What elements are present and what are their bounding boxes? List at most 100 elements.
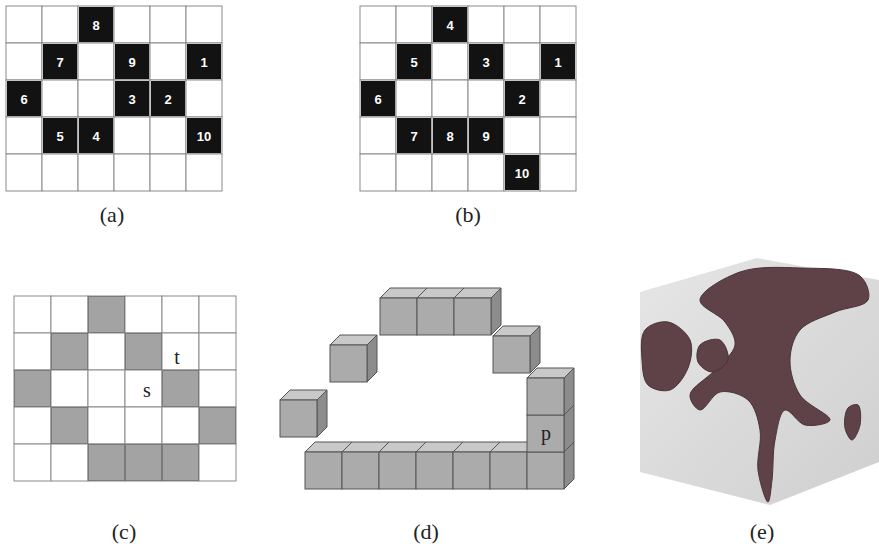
gray-cell (52, 334, 88, 370)
grid-cell (88, 333, 125, 370)
grid-cell (6, 80, 42, 117)
grid-cell (540, 117, 576, 154)
gray-cell (52, 408, 88, 444)
cell-number: 8 (92, 18, 99, 31)
voxel-cube (527, 368, 574, 415)
grid-cell (186, 43, 222, 80)
black-cell (43, 118, 77, 153)
black-cells (7, 7, 575, 190)
grid-cell (51, 296, 88, 333)
grid-cell (6, 43, 42, 80)
grid-cell (396, 6, 432, 43)
cube-side (367, 335, 377, 382)
cell-number: 10 (197, 129, 211, 142)
cell-number: 4 (92, 129, 99, 142)
structure-blob (641, 322, 691, 391)
gray-cell (163, 371, 199, 407)
grid-cell (78, 154, 114, 191)
grid-cell (199, 444, 236, 481)
grid-cell (396, 154, 432, 191)
grid-cell (78, 43, 114, 80)
cube-front (527, 415, 564, 452)
grid-cell (540, 80, 576, 117)
cube-front (493, 336, 530, 373)
cube-front (380, 298, 417, 335)
black-cell (43, 44, 77, 79)
grid-cell (186, 6, 222, 43)
grid-cell (504, 154, 540, 191)
panel-label: (c) (112, 521, 136, 543)
grid-c (14, 296, 236, 481)
grid-cell (540, 6, 576, 43)
structure-blob (690, 267, 869, 502)
grid-a (6, 6, 222, 191)
cube-side (317, 390, 327, 437)
grid-cell (360, 117, 396, 154)
black-cell (7, 81, 41, 116)
grid-cell (186, 117, 222, 154)
grid-cell (432, 117, 468, 154)
grid-cell (6, 117, 42, 154)
grid-cell (199, 370, 236, 407)
grid-cell (51, 370, 88, 407)
grid-cell (42, 43, 78, 80)
grid-cell (6, 6, 42, 43)
voxel-cube (454, 288, 501, 335)
gray-cell (89, 297, 125, 333)
grid-cell (51, 444, 88, 481)
grid-cell (14, 370, 51, 407)
gray-cell (126, 334, 162, 370)
grid-cell (150, 43, 186, 80)
gray-cell (126, 445, 162, 481)
grid-cell (88, 407, 125, 444)
voxel-curve (280, 288, 574, 489)
grid-cell (125, 370, 162, 407)
grid-cell (125, 296, 162, 333)
black-cell (541, 44, 575, 79)
cube-front (454, 298, 491, 335)
grid-cell (125, 333, 162, 370)
black-cell (79, 7, 113, 42)
voxel-cube (330, 335, 377, 382)
grid-cell (432, 154, 468, 191)
black-cell (505, 155, 539, 190)
grid-cell (360, 6, 396, 43)
grid-cell (78, 6, 114, 43)
grid-cell (88, 296, 125, 333)
grid-cell (540, 154, 576, 191)
grid-cell (114, 43, 150, 80)
grid-cell (150, 80, 186, 117)
gray-cell (200, 408, 236, 444)
cube-front (527, 452, 564, 489)
grid-cell (125, 407, 162, 444)
cube-front (379, 452, 416, 489)
black-cell (115, 44, 149, 79)
cell-number: 2 (518, 92, 525, 105)
grid-cell (150, 6, 186, 43)
grid-cell (186, 80, 222, 117)
cell-number: 7 (410, 129, 417, 142)
grid-cell (14, 444, 51, 481)
grid-cell (114, 154, 150, 191)
cell-number: 2 (164, 92, 171, 105)
cube-side (564, 368, 574, 415)
panel-label: (b) (455, 204, 481, 226)
cell-number: 9 (482, 129, 489, 142)
grid-cell (468, 80, 504, 117)
grid-cell (150, 154, 186, 191)
grid-cell (162, 296, 199, 333)
structure-blob (697, 339, 728, 372)
gray-cell (163, 445, 199, 481)
cell-number: 5 (410, 55, 417, 68)
black-cell (361, 81, 395, 116)
point-label: s (143, 380, 151, 400)
cell-number: 3 (128, 92, 135, 105)
grid-cell (42, 117, 78, 154)
grid-cell (42, 6, 78, 43)
cell-number: 1 (200, 55, 207, 68)
cube-front (417, 298, 454, 335)
black-cell (433, 118, 467, 153)
cube-front (330, 345, 367, 382)
